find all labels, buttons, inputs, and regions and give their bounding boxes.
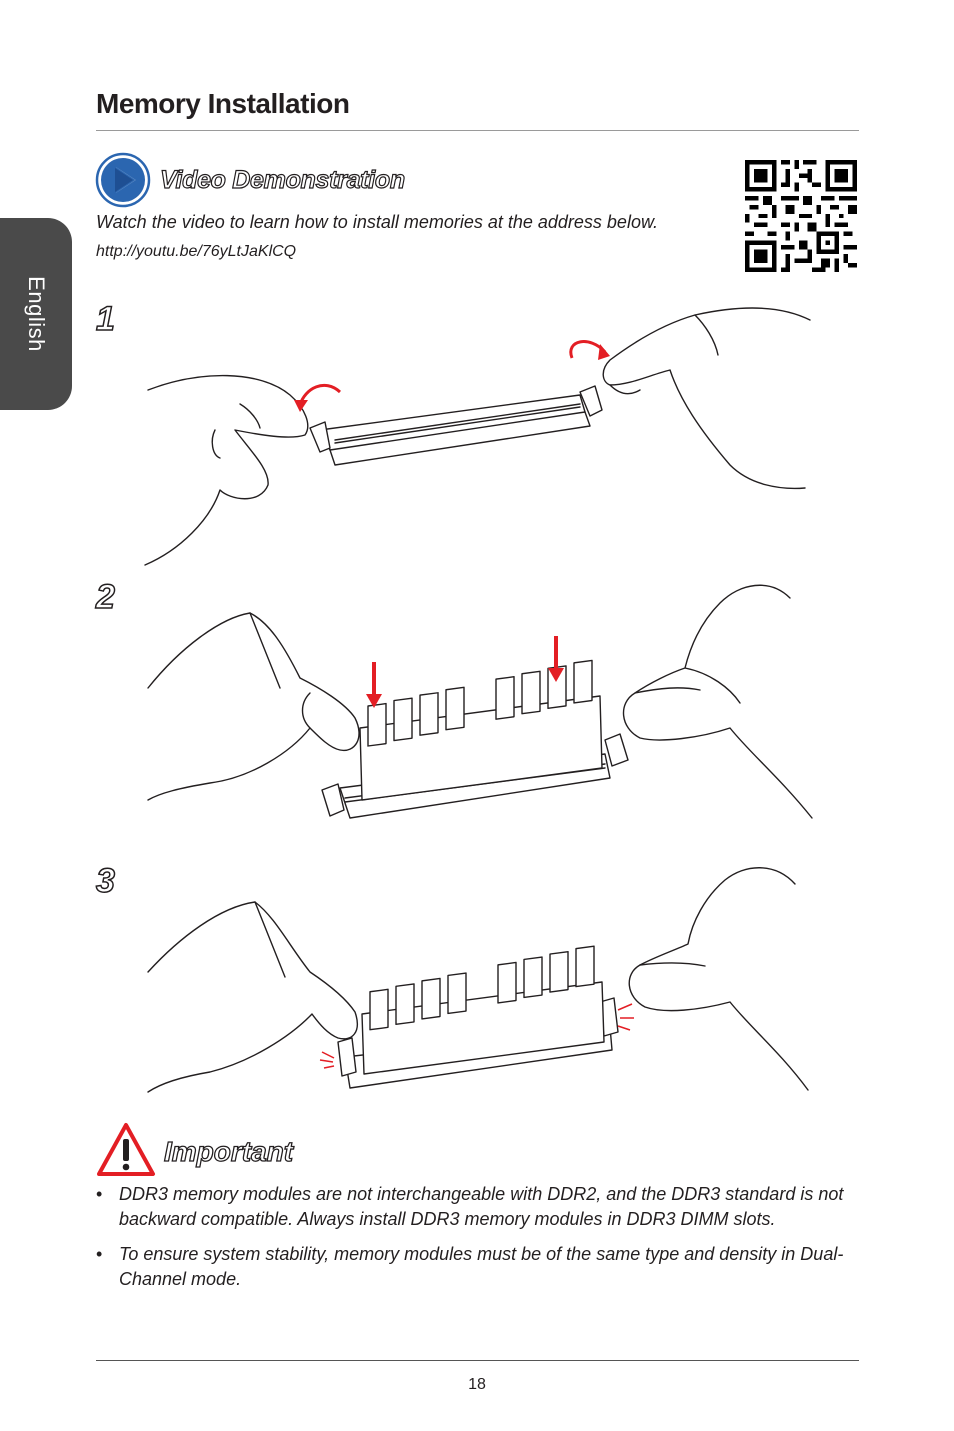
note-text: DDR3 memory modules are not interchangea… (119, 1184, 843, 1229)
qr-code (745, 160, 857, 272)
bullet: • (96, 1182, 102, 1207)
page-number: 18 (0, 1376, 954, 1394)
step-1-illustration (140, 300, 820, 570)
footer-divider (96, 1360, 859, 1361)
step-1-number: 1 (96, 300, 115, 339)
step-3-number: 3 (96, 862, 115, 901)
step-3-illustration (140, 862, 820, 1094)
bullet: • (96, 1242, 102, 1267)
step-2-number: 2 (96, 578, 115, 617)
page-title: Memory Installation (96, 88, 349, 120)
warning-icon (96, 1122, 156, 1178)
video-description: Watch the video to learn how to install … (96, 212, 658, 233)
play-icon[interactable] (95, 152, 151, 208)
video-heading: Video Demonstration (160, 166, 405, 195)
list-item: • DDR3 memory modules are not interchang… (96, 1182, 866, 1232)
title-divider (96, 130, 859, 131)
important-heading: Important (164, 1136, 293, 1168)
language-tab-label: English (23, 276, 49, 352)
video-url-link[interactable]: http://youtu.be/76yLtJaKlCQ (96, 243, 296, 261)
step-2-illustration (140, 578, 820, 838)
list-item: • To ensure system stability, memory mod… (96, 1242, 866, 1292)
important-notes: • DDR3 memory modules are not interchang… (96, 1182, 866, 1302)
note-text: To ensure system stability, memory modul… (119, 1244, 843, 1289)
